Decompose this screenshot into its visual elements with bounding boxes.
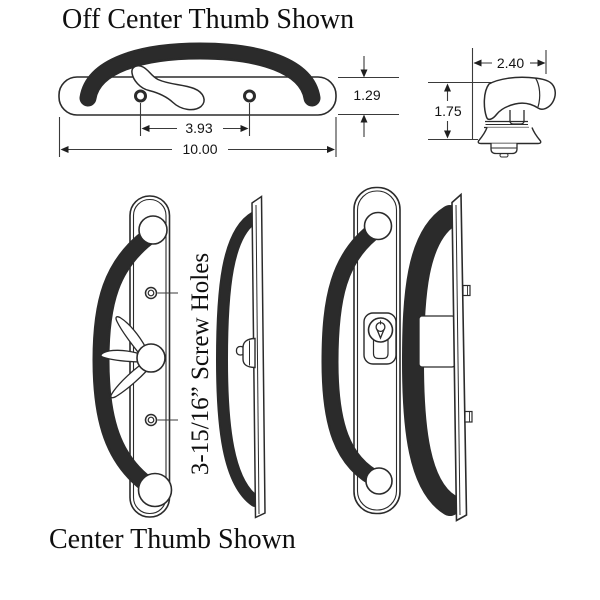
handle-pad-bottom (137, 472, 173, 508)
handle-side-view (215, 195, 266, 519)
mount-bell (477, 127, 542, 145)
thumb-lever-off-center (131, 65, 205, 111)
handle-grip-profile (483, 76, 556, 121)
screw-hole-lower-inner (147, 416, 155, 424)
latch-tab-profile (509, 110, 525, 125)
thumb-wing-up (115, 316, 147, 359)
screw-hole-left (134, 89, 147, 103)
mount-stub (499, 153, 509, 158)
handle-pad-top (138, 215, 168, 245)
handle-pad-top (363, 211, 393, 241)
plate-edge-inner-line (255, 204, 260, 515)
bow-fill (217, 213, 259, 505)
plate-edge-profile (451, 192, 468, 522)
cylinder-housing (372, 332, 389, 360)
screw-post-lower (464, 410, 473, 423)
dim-overall-length: 10.00 (182, 141, 217, 157)
grip-end-cap-line (534, 77, 541, 108)
thumb-turn-pad-center (136, 343, 166, 373)
keyed-handle-side-view (401, 192, 473, 522)
plate-edge-profile (251, 195, 266, 519)
plate-edge-inner-line (455, 204, 461, 516)
keyhole-slot (376, 329, 385, 340)
dim-hole-spacing: 3.93 (185, 120, 212, 136)
title-center-thumb: Center Thumb Shown (49, 524, 296, 555)
dimension-annotations-top: 1.29 3.93 10.00 (58, 56, 399, 157)
handle-bow-fill (323, 221, 387, 488)
dim-plate-height: 1.29 (353, 87, 380, 103)
screw-hole-upper-inner (147, 289, 155, 297)
screw-hole-lower (144, 413, 158, 427)
lock-cylinder (367, 317, 394, 343)
bow-fill (404, 207, 459, 514)
screw-post-upper (462, 284, 471, 297)
handle-pad-bottom (365, 467, 393, 495)
screw-hole-upper (144, 286, 158, 300)
thumb-wing-left (100, 349, 140, 363)
screw-hole-right (243, 89, 256, 103)
thumb-wing-down (110, 365, 147, 399)
center-thumb-handle-front-view (92, 195, 178, 518)
title-off-center-thumb: Off Center Thumb Shown (62, 4, 355, 35)
dim-profile-height: 1.75 (434, 103, 461, 119)
mount-nub (490, 143, 518, 155)
dim-profile-depth: 2.40 (497, 55, 524, 71)
off-center-handle-top-view (58, 42, 337, 116)
handle-end-profile-view: 2.40 1.75 (428, 48, 556, 158)
handle-bow-fill (94, 227, 159, 495)
lock-housing-side (418, 315, 456, 368)
keyed-handle-front-view (321, 186, 401, 515)
handle-arch-fill (81, 44, 319, 105)
